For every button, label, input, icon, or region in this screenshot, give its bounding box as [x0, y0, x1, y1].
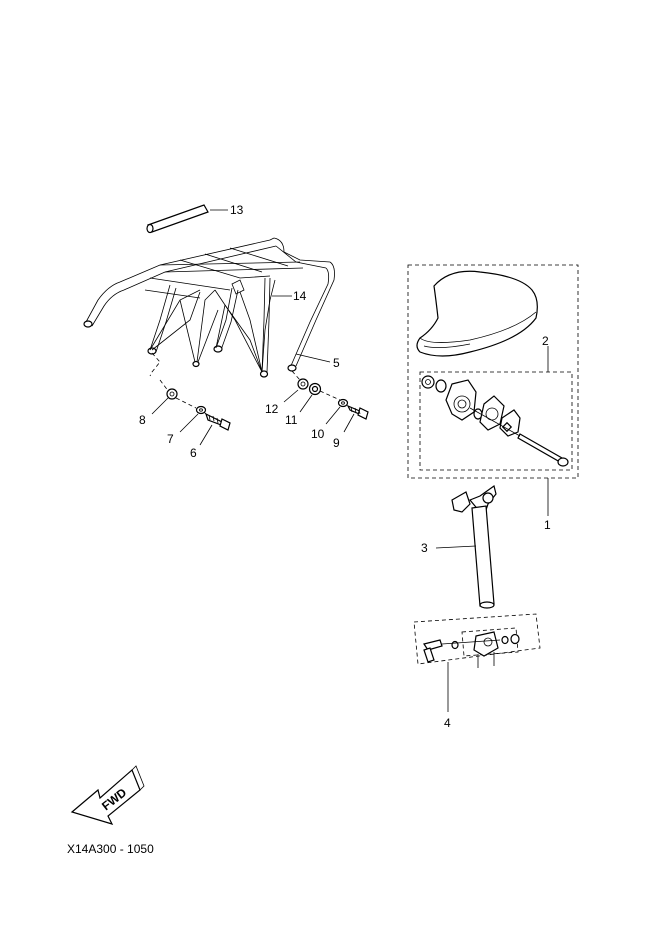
part-14-straps — [149, 279, 292, 373]
callout-2: 2 — [542, 334, 549, 348]
seat-post-clamp — [423, 631, 520, 712]
callout-14: 14 — [293, 289, 307, 303]
assembly-4-box — [413, 613, 541, 665]
part-8-nut — [151, 388, 178, 415]
callout-4: 4 — [444, 716, 451, 730]
diagram-code: X14A300 - 1050 — [67, 842, 154, 856]
callout-13: 13 — [230, 203, 244, 217]
callout-6: 6 — [190, 446, 197, 460]
part-9-bolt — [343, 404, 369, 433]
assembly-2-box — [419, 371, 573, 471]
seat-post — [435, 484, 497, 609]
callout-10: 10 — [311, 427, 325, 441]
callout-8: 8 — [139, 413, 146, 427]
part-10-washer — [325, 398, 349, 425]
callout-3: 3 — [421, 541, 428, 555]
part-12-nut — [283, 378, 309, 403]
callout-1: 1 — [544, 518, 551, 532]
part-6-bolt — [199, 412, 231, 446]
part-7-washer — [179, 405, 207, 433]
callout-9: 9 — [333, 436, 340, 450]
assembly-1-box — [407, 264, 579, 479]
part-11-washer — [299, 382, 322, 413]
callout-11: 11 — [285, 413, 298, 427]
callout-5: 5 — [333, 356, 340, 370]
seat-clamp-parts — [421, 375, 569, 467]
fwd-arrow-icon: FWD — [70, 765, 145, 825]
part-13-rod — [146, 204, 228, 234]
part-14-carrier — [83, 237, 335, 378]
saddle — [416, 270, 538, 357]
callout-7: 7 — [167, 432, 174, 446]
callout-12: 12 — [265, 402, 279, 416]
